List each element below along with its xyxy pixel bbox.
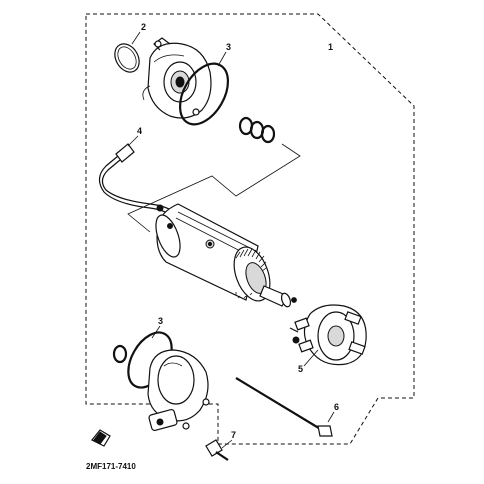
leader-7 (221, 439, 233, 449)
leader-3-top (217, 51, 227, 67)
o-ring-top (114, 43, 140, 73)
subassembly-guide (127, 143, 301, 233)
leader-6 (327, 411, 335, 423)
leader-3-bottom (151, 325, 161, 339)
callout-3-bottom: 3 (158, 316, 163, 326)
callout-4: 4 (137, 126, 142, 136)
gasket-top (178, 62, 230, 126)
callout-3-top: 3 (226, 42, 231, 52)
front-cover-top (142, 37, 212, 119)
front-arrow-icon (91, 429, 111, 447)
motor-body (155, 203, 297, 308)
diagram-code: 2MF171-7410 (86, 462, 136, 471)
rear-cover-bottom (147, 349, 210, 432)
brush-holder (289, 304, 367, 366)
callout-1: 1 (328, 42, 333, 52)
leader-5 (303, 349, 319, 367)
shim-washers (238, 116, 276, 144)
screw (205, 439, 229, 461)
leader-2 (131, 31, 141, 45)
callout-5: 5 (298, 364, 303, 374)
leader-4 (127, 135, 139, 147)
callout-6: 6 (334, 402, 339, 412)
callout-2: 2 (141, 22, 146, 32)
lead-wire (98, 143, 177, 219)
callout-7: 7 (231, 430, 236, 440)
through-bolt (235, 377, 333, 437)
assembly-boundary (85, 13, 415, 445)
